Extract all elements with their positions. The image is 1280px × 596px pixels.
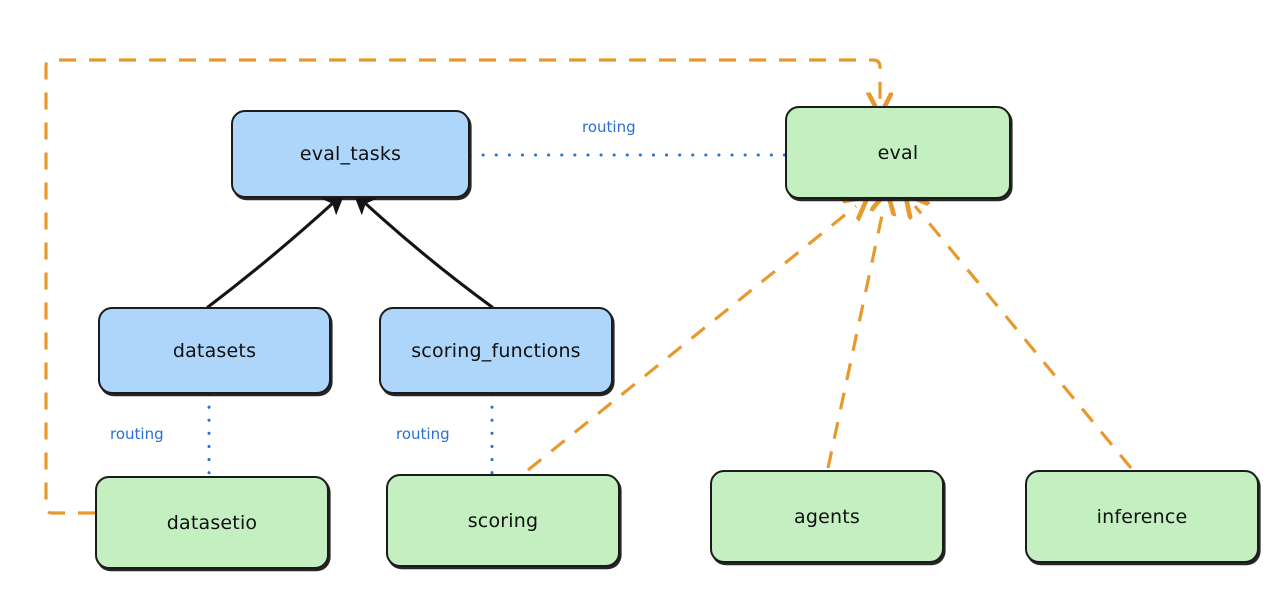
node-label-scoring-functions: scoring_functions: [411, 339, 581, 362]
node-label-eval-tasks: eval_tasks: [299, 143, 402, 165]
node-datasets[interactable]: datasets: [98, 307, 331, 394]
node-label-datasets: datasets: [172, 339, 257, 362]
node-scoring[interactable]: scoring: [386, 474, 620, 567]
node-scoring-functions[interactable]: scoring_functions: [379, 307, 613, 394]
edge-label-routing-datasets: routing: [110, 425, 164, 443]
edge-scoring-functions-to-eval-tasks: [352, 191, 494, 309]
node-inference[interactable]: inference: [1025, 470, 1259, 563]
edge-label-routing-eval-tasks: routing: [582, 118, 636, 136]
node-label-scoring: scoring: [467, 509, 539, 532]
node-datasetio[interactable]: datasetio: [95, 476, 329, 569]
node-label-eval: eval: [877, 141, 919, 164]
edge-inference-to-eval: [915, 206, 1133, 470]
edge-datasetio-to-eval: [44, 58, 880, 515]
node-label-inference: inference: [1096, 505, 1188, 528]
node-eval[interactable]: eval: [785, 106, 1011, 199]
edge-agents-to-eval: [826, 206, 884, 469]
edge-label-routing-scoring-functions: routing: [396, 425, 450, 443]
edge-scoring-to-eval: [526, 206, 856, 472]
node-agents[interactable]: agents: [710, 470, 944, 563]
node-eval-tasks[interactable]: eval_tasks: [231, 110, 470, 198]
node-label-datasetio: datasetio: [166, 511, 258, 534]
node-label-agents: agents: [794, 505, 860, 528]
edge-datasets-to-eval-tasks: [206, 191, 346, 309]
